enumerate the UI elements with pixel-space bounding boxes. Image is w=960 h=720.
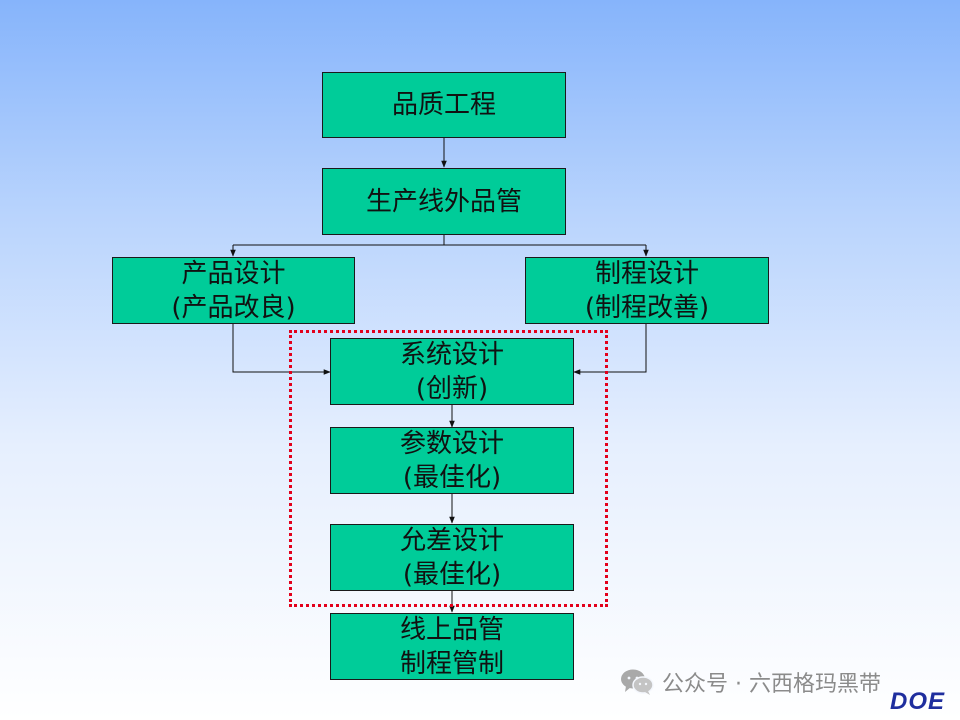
box-label-line2: (产品改良) — [171, 292, 296, 323]
box-label-line2: (制程改善) — [584, 292, 710, 323]
box-tolerance-design: 允差设计 (最佳化) — [330, 524, 574, 591]
box-label-line1: 产品设计 — [181, 258, 286, 289]
robust-design-highlight-frame — [289, 330, 608, 607]
box-label-line1: 系统设计 — [399, 339, 504, 370]
box-product-design: 产品设计 (产品改良) — [112, 257, 355, 324]
doe-logo-text: DOE — [890, 688, 946, 715]
box-quality-engineering: 品质工程 — [322, 72, 566, 138]
box-parameter-design: 参数设计 (最佳化) — [330, 427, 574, 494]
watermark-text: 公众号 · 六西格玛黑带 — [662, 672, 881, 697]
box-label-line2: 制程管制 — [399, 648, 504, 679]
box-label-line1: 制程设计 — [594, 258, 699, 289]
box-label-line1: 参数设计 — [399, 428, 504, 459]
box-label-line2: (最佳化) — [402, 559, 502, 590]
box-label-line2: (创新) — [415, 373, 489, 404]
box-process-design: 制程设计 (制程改善) — [525, 257, 769, 324]
box-offline-qc: 生产线外品管 — [322, 168, 566, 235]
box-label-line1: 允差设计 — [399, 525, 504, 556]
watermark: 公众号 · 六西格玛黑带 — [620, 666, 881, 698]
box-label-line1: 线上品管 — [399, 614, 504, 645]
wechat-icon — [621, 669, 654, 695]
box-online-qc: 线上品管 制程管制 — [330, 613, 574, 680]
box-label: 生产线外品管 — [365, 186, 522, 217]
box-label: 品质工程 — [391, 90, 496, 120]
box-system-design: 系统设计 (创新) — [330, 338, 574, 405]
box-label-line2: (最佳化) — [402, 462, 502, 493]
arrow-process-to-system — [573, 324, 647, 375]
arrow-product-to-system — [232, 324, 331, 375]
